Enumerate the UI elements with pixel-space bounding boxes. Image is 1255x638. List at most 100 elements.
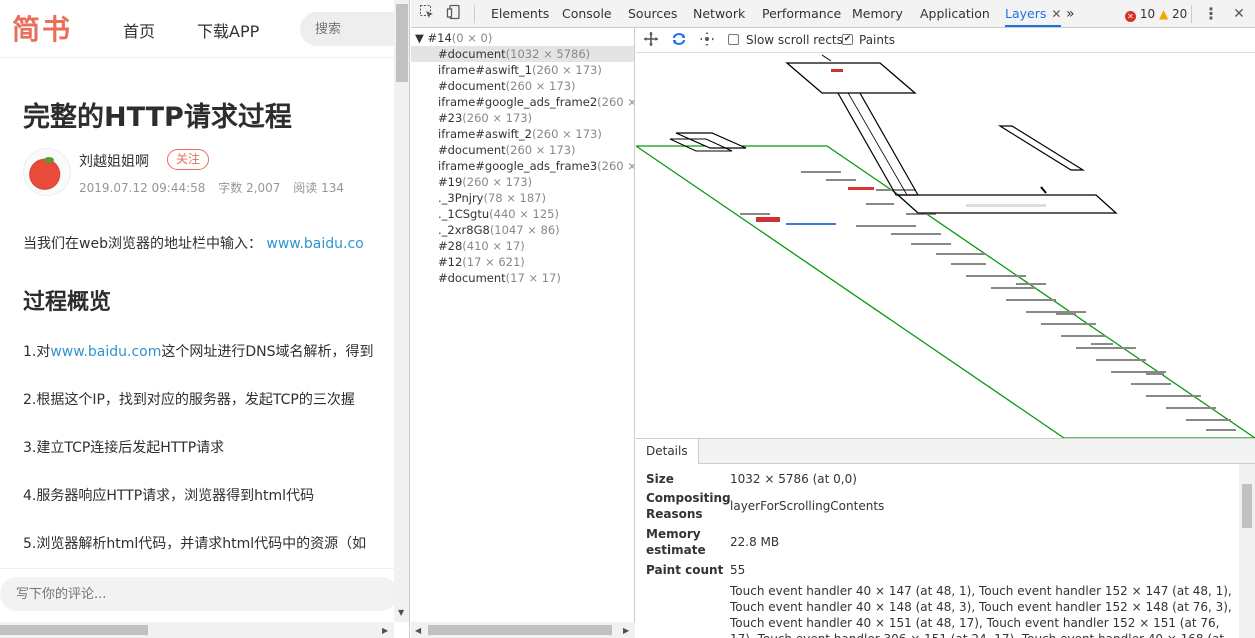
layer-size: (260 × 173): [532, 127, 602, 141]
layer-name: ._1CSgtu: [438, 207, 490, 221]
layer-tree-horizontal-scrollbar[interactable]: ◀ ▶: [411, 622, 635, 638]
tab-sources[interactable]: Sources: [628, 6, 678, 21]
close-tab-icon[interactable]: ✕: [1051, 7, 1062, 21]
layer-tree-item[interactable]: #document(17 × 17): [411, 270, 634, 286]
layer-name: ._2xr8G8: [438, 223, 490, 237]
intro-paragraph: 当我们在web浏览器的地址栏中输入： www.baidu.co: [23, 233, 364, 253]
author-name[interactable]: 刘越姐姐啊: [79, 154, 149, 170]
layer-content-paint: [740, 171, 1236, 431]
follow-button[interactable]: 关注: [167, 149, 210, 170]
article: 完整的HTTP请求过程 刘越姐姐啊 关注 2019.07.12 09:44:58…: [0, 58, 394, 568]
devtools-tabbar: Elements Console Sources Network Performance…: [411, 0, 1255, 28]
detail-value: 22.8 MB: [730, 535, 780, 549]
detail-value: 55: [730, 563, 746, 577]
layer-tree-item[interactable]: #document(260 × 173): [411, 142, 634, 158]
step-2: 2.根据这个IP，找到对应的服务器，发起TCP的三次握: [23, 392, 355, 408]
layer-tree-item[interactable]: ._3Pnjry(78 × 187): [411, 190, 634, 206]
toolbar-divider: [1191, 5, 1192, 23]
step-4: 4.服务器响应HTTP请求，浏览器得到html代码: [23, 488, 315, 504]
devtools-panel: Elements Console Sources Network Performance…: [411, 0, 1255, 638]
page-horizontal-scroll-thumb[interactable]: [0, 625, 148, 635]
device-toolbar-icon[interactable]: [444, 4, 464, 24]
layer-size: (1047 × 86): [489, 223, 560, 237]
layer-small-frame-edge: [669, 138, 733, 152]
error-icon: ✕: [1125, 11, 1136, 22]
devtools-menu-icon[interactable]: ⋮: [1203, 4, 1219, 23]
layer-name: iframe#google_ads_frame3: [438, 159, 598, 173]
touch-handlers-value: Touch event handler 40 × 147 (at 48, 1),…: [730, 584, 1232, 638]
layer-tree-item[interactable]: #23(260 × 173): [411, 110, 634, 126]
details-scroll-thumb[interactable]: [1242, 484, 1252, 528]
layer-name: ._3Pnjry: [438, 191, 484, 205]
tab-memory[interactable]: Memory: [852, 6, 903, 21]
details-vertical-scrollbar[interactable]: [1239, 464, 1255, 638]
paints-label[interactable]: Paints: [859, 33, 895, 47]
layer-size: (260 × 173): [597, 95, 634, 109]
page-horizontal-scrollbar[interactable]: ▶: [0, 622, 394, 638]
nav-home-link[interactable]: 首页: [123, 22, 156, 41]
layer-tree-item[interactable]: iframe#aswift_2(260 × 173): [411, 126, 634, 142]
nav-download-app-link[interactable]: 下载APP: [197, 22, 260, 41]
scroll-right-arrow-icon[interactable]: ▶: [382, 626, 389, 635]
layer-size: (260 × 173): [597, 159, 634, 173]
layer-tree-item[interactable]: iframe#aswift_1(260 × 173): [411, 62, 634, 78]
layers-3d-view[interactable]: Slow scroll rects ✔ Paints: [636, 28, 1255, 438]
detail-label: Size: [646, 472, 674, 486]
tab-network[interactable]: Network: [693, 6, 746, 21]
layer-size: (17 × 17): [505, 271, 561, 285]
tab-performance[interactable]: Performance: [762, 6, 842, 21]
scroll-down-arrow-icon[interactable]: ▼: [398, 608, 405, 617]
scroll-left-arrow-icon[interactable]: ◀: [415, 626, 422, 635]
read-count: 阅读 134: [293, 181, 344, 195]
layer-tree-scroll-thumb[interactable]: [428, 625, 612, 635]
layer-tree-item[interactable]: #12(17 × 621): [411, 254, 634, 270]
layer-ad-frame-outline: [785, 62, 917, 94]
layer-sidebar-edge: [1040, 186, 1047, 194]
page-vertical-scrollbar[interactable]: ▼: [394, 0, 409, 622]
layer-size: (0 × 0): [451, 31, 493, 45]
site-logo[interactable]: 简书: [12, 13, 73, 46]
author-avatar[interactable]: [23, 148, 71, 196]
search-input[interactable]: [300, 12, 409, 46]
intro-link[interactable]: www.baidu.co: [266, 236, 364, 252]
layer-name: #document: [438, 79, 506, 93]
layer-tree-item[interactable]: #document(1032 × 5786): [411, 46, 634, 62]
inspect-element-icon[interactable]: [417, 4, 437, 24]
layer-name: iframe#aswift_1: [438, 63, 532, 77]
page-vertical-scroll-thumb[interactable]: [396, 4, 408, 82]
paints-checkbox[interactable]: ✔: [842, 34, 853, 45]
layers-canvas[interactable]: [636, 53, 1255, 438]
issue-counters[interactable]: ✕ 10 ▲ 20: [1125, 0, 1187, 28]
layer-tree-item[interactable]: ._2xr8G8(1047 × 86): [411, 222, 634, 238]
rotate-mode-icon[interactable]: [670, 31, 688, 49]
slow-scroll-rects-label[interactable]: Slow scroll rects: [746, 33, 843, 47]
layer-tree-item[interactable]: #28(410 × 17): [411, 238, 634, 254]
layer-tree-item[interactable]: ▼ #14(0 × 0): [411, 30, 634, 46]
details-tabbar: Details: [636, 439, 1255, 464]
layer-tree-item[interactable]: #19(260 × 173): [411, 174, 634, 190]
layer-tree-item[interactable]: iframe#google_ads_frame2(260 × 173): [411, 94, 634, 110]
close-devtools-icon[interactable]: ✕: [1233, 6, 1245, 22]
tab-details[interactable]: Details: [636, 439, 699, 464]
layer-tree-item[interactable]: #document(260 × 173): [411, 78, 634, 94]
comment-input[interactable]: [0, 577, 398, 611]
layer-size: (17 × 621): [462, 255, 525, 269]
tab-layers-label: Layers: [1005, 6, 1047, 21]
layer-name: #document: [438, 47, 506, 61]
tab-console[interactable]: Console: [562, 6, 612, 21]
step-1-link[interactable]: www.baidu.com: [50, 344, 162, 360]
warning-icon: ▲: [1158, 7, 1169, 21]
reset-transform-icon[interactable]: [698, 31, 716, 49]
more-tabs-chevron-icon[interactable]: »: [1066, 6, 1075, 22]
layer-tree-item[interactable]: ._1CSgtu(440 × 125): [411, 206, 634, 222]
pan-mode-icon[interactable]: [642, 31, 660, 49]
layer-size: (260 × 173): [462, 175, 533, 189]
scroll-right-arrow-icon[interactable]: ▶: [623, 626, 630, 635]
layer-tree-item[interactable]: iframe#google_ads_frame3(260 × 173): [411, 158, 634, 174]
tab-elements[interactable]: Elements: [491, 6, 550, 21]
detail-value: 1032 × 5786 (at 0,0): [730, 472, 857, 486]
tab-layers[interactable]: Layers ✕: [1005, 0, 1062, 27]
slow-scroll-rects-checkbox[interactable]: [728, 34, 739, 45]
tab-application[interactable]: Application: [920, 6, 990, 21]
